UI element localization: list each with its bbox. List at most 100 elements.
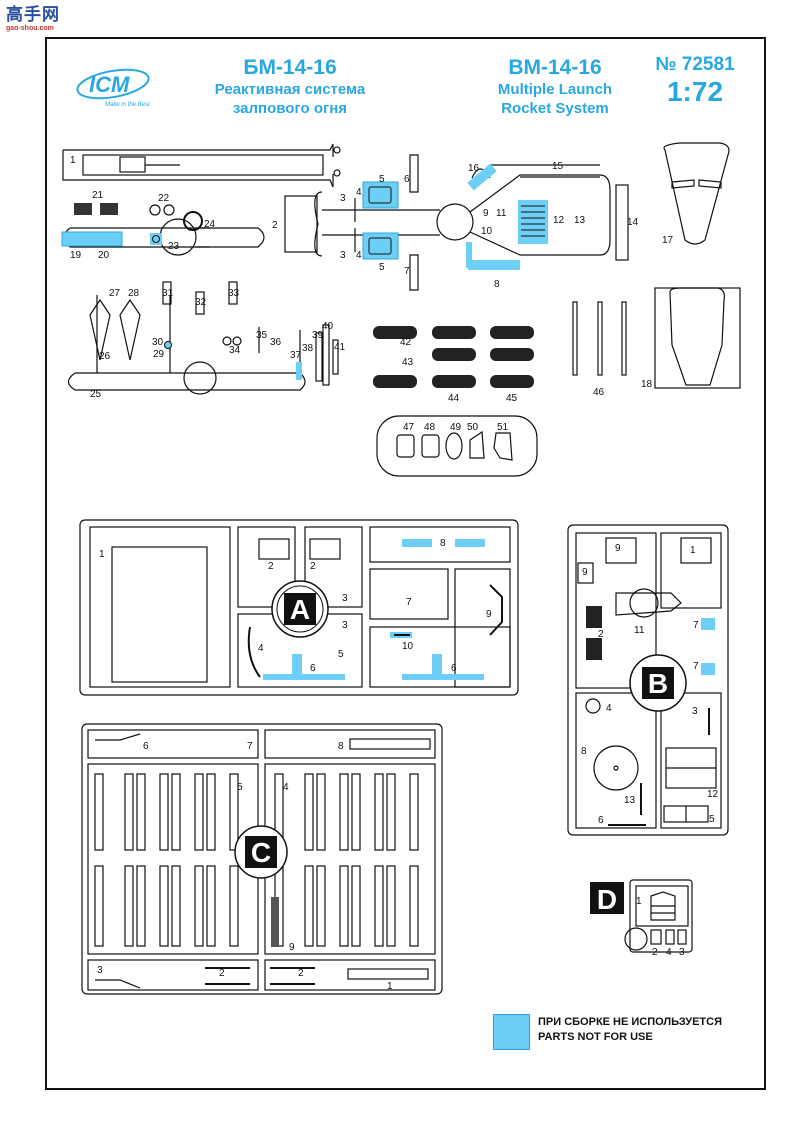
part-c5-rail xyxy=(136,773,146,851)
part-b11 xyxy=(615,592,682,616)
label-a4: 4 xyxy=(258,643,264,654)
instruction-sheet-frame xyxy=(45,37,766,1090)
label-part-15: 15 xyxy=(552,161,564,172)
part-b2a xyxy=(586,606,602,628)
label-part-45: 45 xyxy=(506,393,518,404)
label-part-48: 48 xyxy=(424,422,436,433)
label-part-40: 40 xyxy=(322,321,334,332)
label-a5: 5 xyxy=(338,649,344,660)
label-part-38: 38 xyxy=(302,343,314,354)
part-b7a-not-for-use xyxy=(701,618,715,630)
tire-44a xyxy=(432,326,476,339)
part-c5-rail xyxy=(194,865,204,947)
label-part-9: 9 xyxy=(483,208,489,219)
part-46c xyxy=(621,301,627,376)
part-27 xyxy=(89,298,111,361)
label-a6a: 6 xyxy=(310,663,316,674)
part-28 xyxy=(119,298,141,361)
not-for-use-swatch xyxy=(493,1014,530,1050)
part-b4 xyxy=(585,698,601,714)
part-a1-cab-floor xyxy=(111,546,208,683)
label-c2a: 2 xyxy=(219,968,225,979)
title-ru: БМ-14-16 xyxy=(243,56,337,79)
label-part-14: 14 xyxy=(627,217,639,228)
part-c4-rail xyxy=(386,773,396,851)
label-a2a: 2 xyxy=(268,561,274,572)
icm-tagline: Make in the Best xyxy=(105,102,150,108)
label-b5: 5 xyxy=(709,814,715,825)
part-c4-rail xyxy=(351,773,361,851)
part-2-drum xyxy=(284,195,318,253)
label-d3: 3 xyxy=(679,947,685,958)
sprue-b-letter: B xyxy=(648,668,668,699)
part-c4-rail xyxy=(374,865,384,947)
part-b9b xyxy=(577,562,594,584)
part-6-spring xyxy=(409,154,419,193)
part-c4-rail xyxy=(374,773,384,851)
tire-42 xyxy=(373,326,417,339)
label-part-30: 30 xyxy=(152,337,164,348)
tire-43 xyxy=(373,375,417,388)
sprue-c-letter-box xyxy=(245,836,277,868)
label-part-16: 16 xyxy=(468,163,480,174)
icm-logo-text: ICM xyxy=(89,72,130,97)
watermark-chinese: 高手网 xyxy=(6,5,60,24)
subtitle-ru-1: Реактивная система xyxy=(214,81,366,98)
part-b2b xyxy=(586,638,602,660)
part-b7b-not-for-use xyxy=(701,663,715,675)
subtitle-ru-2: залпового огня xyxy=(232,100,348,117)
part-1-chassis-frame xyxy=(62,143,334,188)
tires-group xyxy=(373,326,534,388)
part-22a xyxy=(149,204,161,216)
label-c9: 9 xyxy=(289,942,295,953)
label-part-49: 49 xyxy=(450,422,462,433)
part-c5-rail xyxy=(171,773,181,851)
part-c5-rail xyxy=(94,865,104,947)
sprue-c-frame xyxy=(81,723,443,995)
sprue-b-frame xyxy=(567,524,729,836)
runner-25-41 xyxy=(67,372,306,391)
legend-text-en: PARTS NOT FOR USE xyxy=(538,1031,653,1043)
label-b4: 4 xyxy=(606,703,612,714)
part-b8 xyxy=(593,745,639,791)
part-b1 xyxy=(680,537,712,564)
part-50 xyxy=(469,430,485,459)
scale: 1:72 xyxy=(666,76,724,107)
tire-44c xyxy=(432,375,476,388)
chassis-crossmember xyxy=(119,156,146,173)
tire-45b xyxy=(490,348,534,361)
label-part-33: 33 xyxy=(228,288,240,299)
label-part-32: 32 xyxy=(195,297,207,308)
label-a6b: 6 xyxy=(451,663,457,674)
label-part-51: 51 xyxy=(497,422,509,433)
label-d4: 4 xyxy=(666,947,672,958)
label-part-35: 35 xyxy=(256,330,268,341)
label-b12: 12 xyxy=(707,789,719,800)
part-34b xyxy=(232,336,242,346)
part-c4-rail xyxy=(351,865,361,947)
subtitle-en-2: Rocket System xyxy=(501,100,609,117)
label-part-10: 10 xyxy=(481,226,493,237)
watermark-url: gao-shou.com xyxy=(6,25,54,32)
part-c4-rail xyxy=(304,773,314,851)
subtitle-en-1: Multiple Launch xyxy=(497,81,613,98)
part-33 xyxy=(228,281,238,305)
part-c5-rail xyxy=(124,865,134,947)
part-46b xyxy=(597,301,603,376)
label-b2: 2 xyxy=(598,629,604,640)
part-a2b xyxy=(309,538,341,560)
label-part-41: 41 xyxy=(334,342,346,353)
label-b7a: 7 xyxy=(693,620,699,631)
label-part-7: 7 xyxy=(404,266,410,277)
title-en: BM-14-16 xyxy=(508,56,602,79)
sprue-unlettered-drawing xyxy=(61,142,741,477)
part-21b xyxy=(100,203,118,215)
part-c5-rail xyxy=(171,865,181,947)
part-c5-rail xyxy=(206,865,216,947)
label-a2b: 2 xyxy=(310,561,316,572)
sprue-d-letter-box xyxy=(590,882,624,914)
part-c5-rail xyxy=(136,865,146,947)
label-d1: 1 xyxy=(636,896,642,907)
label-part-4a: 4 xyxy=(356,187,362,198)
part-c4-rail xyxy=(304,865,314,947)
